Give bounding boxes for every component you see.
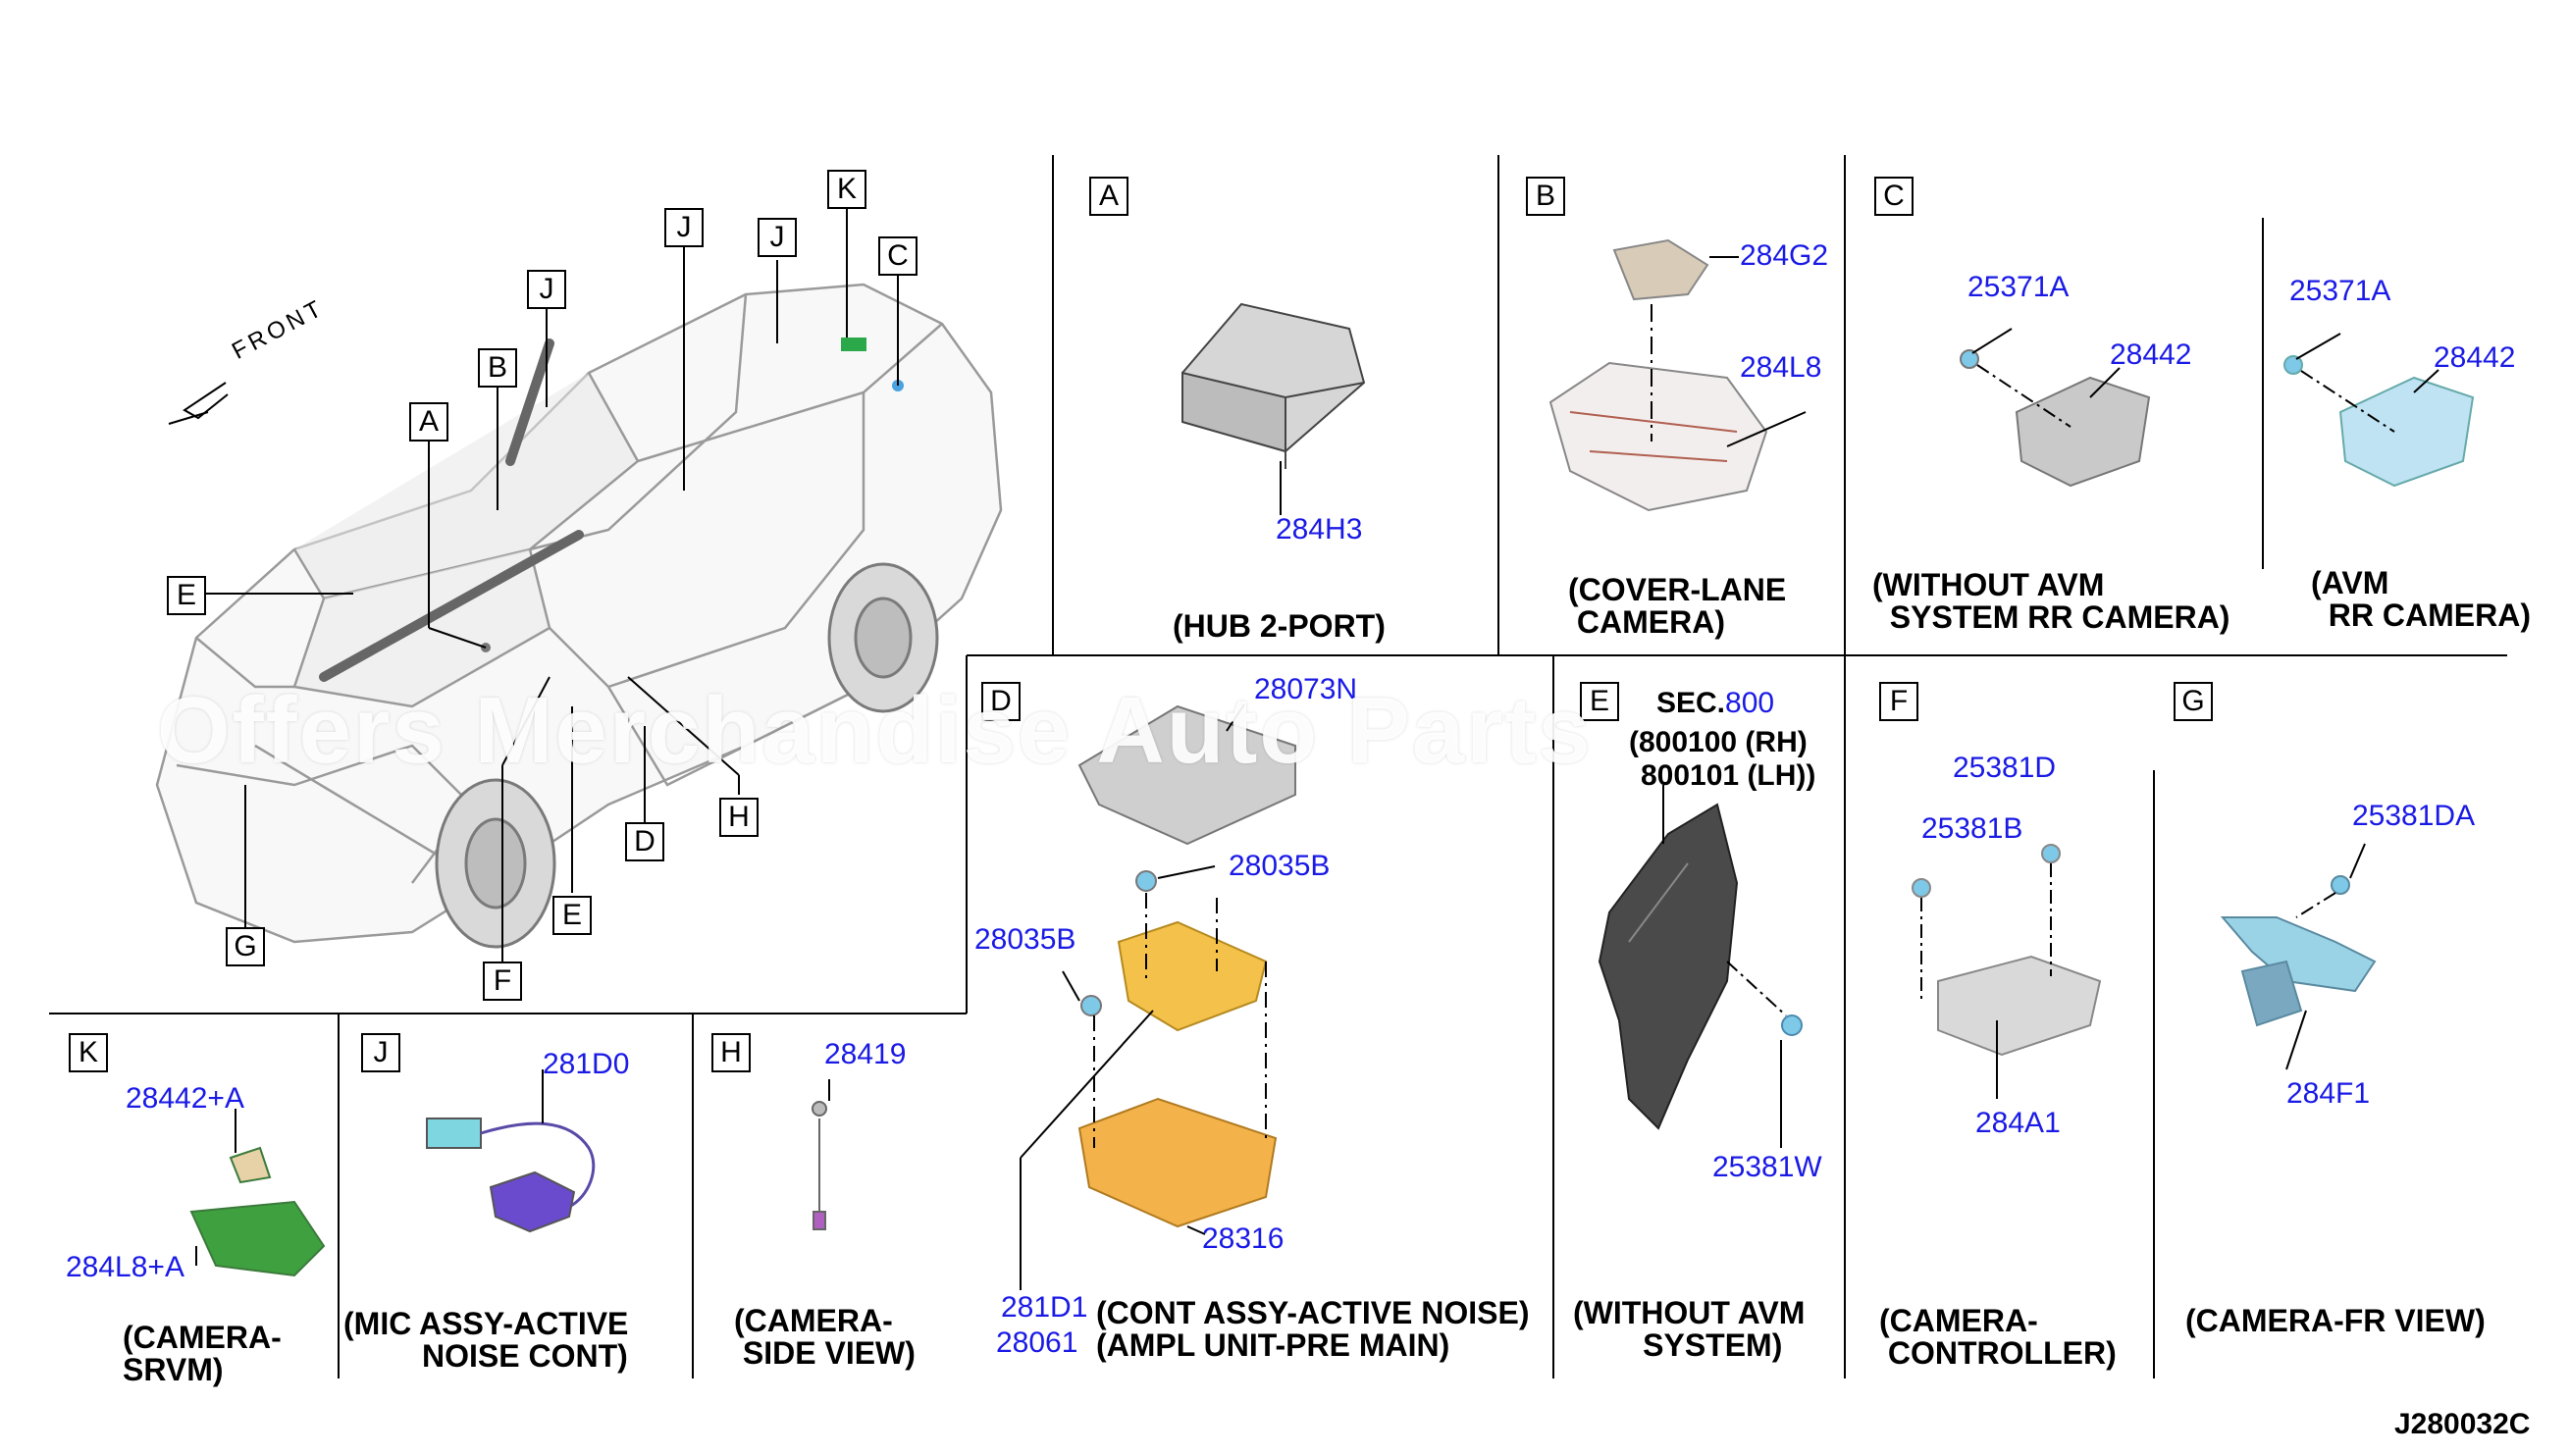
section-label: SEC.	[1656, 687, 1726, 719]
caption-cover-lane-camera: (COVER-LANE CAMERA)	[1568, 572, 1787, 640]
part-number-28061[interactable]: 28061	[996, 1326, 1078, 1359]
part-number-284f1[interactable]: 284F1	[2286, 1077, 2371, 1110]
callout-box-f: F	[483, 962, 522, 1001]
vehicle-illustration	[155, 283, 1003, 944]
callout-box-k: K	[827, 170, 866, 209]
front-arrow-icon	[168, 382, 229, 425]
watermark-text: Offers Merchandise Auto Parts	[157, 678, 1593, 783]
caption-without-avm-rr-camera: (WITHOUT AVM SYSTEM RR CAMERA)	[1872, 567, 2230, 635]
rr-camera-bracket-part	[1960, 349, 2151, 488]
vehicle-pillars	[319, 338, 584, 682]
part-number-28419[interactable]: 28419	[824, 1038, 907, 1070]
part-number-25381da[interactable]: 25381DA	[2352, 800, 2476, 832]
panel-dividers	[49, 155, 2507, 1378]
panel-b-label: B	[1526, 177, 1565, 216]
callout-leaders	[206, 208, 899, 971]
hub-2-port-part	[1181, 302, 1366, 469]
callout-box-j: J	[664, 208, 704, 247]
part-number-284h3[interactable]: 284H3	[1276, 513, 1363, 546]
caption-mic-assy-active-noise-cont: (MIC ASSY-ACTIVE NOISE CONT)	[343, 1306, 629, 1374]
panel-k-label: K	[69, 1033, 108, 1072]
part-number-28316[interactable]: 28316	[1202, 1222, 1285, 1255]
part-number-28035b[interactable]: 28035B	[974, 923, 1076, 956]
panel-f-label: F	[1879, 682, 1918, 721]
panel-h-label: H	[711, 1033, 751, 1072]
part-number-281d0[interactable]: 281D0	[543, 1048, 630, 1080]
camera-controller-part	[1912, 844, 2102, 1057]
vehicle-wheels	[435, 562, 939, 949]
diagram-code: J280032C	[2394, 1408, 2531, 1440]
active-noise-mic-part	[426, 1118, 596, 1233]
callout-box-j: J	[527, 270, 566, 309]
callout-box-g: G	[226, 927, 265, 966]
panel-g-label: G	[2174, 682, 2213, 721]
part-number-28442-a[interactable]: 28442+A	[126, 1082, 244, 1115]
caption-without-avm-system: (WITHOUT AVM SYSTEM)	[1573, 1295, 1806, 1363]
active-noise-control-parts	[1077, 704, 1296, 1228]
part-number-25381d[interactable]: 25381D	[1953, 752, 2057, 784]
callout-box-b: B	[478, 348, 517, 388]
avm-rr-camera-part	[2283, 355, 2475, 488]
caption-camera-fr-view: (CAMERA-FR VIEW)	[2185, 1303, 2486, 1338]
section-reference[interactable]: SEC.800	[1656, 687, 1774, 720]
part-number-281d1[interactable]: 281D1	[1001, 1291, 1088, 1324]
side-view-camera-part	[812, 1101, 827, 1230]
callout-box-c: C	[878, 236, 918, 276]
caption-camera-srvm: (CAMERA- SRVM)	[123, 1320, 282, 1387]
section-ref-line-2: 800101 (LH))	[1641, 759, 1816, 792]
caption-active-noise-control: (CONT ASSY-ACTIVE NOISE) (AMPL UNIT-PRE …	[1096, 1295, 1530, 1363]
part-number-25381w[interactable]: 25381W	[1712, 1151, 1822, 1183]
panel-a-label: A	[1089, 177, 1128, 216]
callout-box-h: H	[719, 798, 759, 837]
caption-hub-2-port: (HUB 2-PORT)	[1173, 608, 1386, 644]
front-view-camera-part	[2220, 875, 2377, 1027]
callout-box-e: E	[552, 896, 592, 935]
part-number-284g2[interactable]: 284G2	[1740, 239, 1829, 272]
part-number-25371a-avm[interactable]: 25371A	[2289, 275, 2391, 307]
part-number-25381b[interactable]: 25381B	[1921, 812, 2023, 845]
part-number-28442[interactable]: 28442	[2110, 338, 2192, 371]
panel-j-label: J	[361, 1033, 400, 1072]
panel-e-label: E	[1580, 682, 1619, 721]
srvm-camera-part	[189, 1146, 326, 1277]
lane-camera-cover-part	[1548, 238, 1768, 512]
callout-box-d: D	[625, 822, 664, 861]
callout-box-e: E	[167, 576, 206, 615]
pillar-structure-part	[1598, 803, 1803, 1130]
part-number-284l8[interactable]: 284L8	[1740, 351, 1822, 384]
panel-c-label: C	[1874, 177, 1914, 216]
part-number-25371a[interactable]: 25371A	[1967, 271, 2070, 303]
section-number[interactable]: 800	[1725, 687, 1775, 719]
part-number-28073n[interactable]: 28073N	[1254, 673, 1358, 705]
caption-camera-side-view: (CAMERA- SIDE VIEW)	[734, 1303, 916, 1371]
part-number-28035b[interactable]: 28035B	[1229, 850, 1331, 882]
section-ref-line-1: (800100 (RH)	[1629, 726, 1808, 758]
callout-box-j: J	[758, 218, 797, 257]
callout-box-a: A	[409, 402, 448, 442]
part-number-284l8-a[interactable]: 284L8+A	[66, 1251, 184, 1283]
part-number-284a1[interactable]: 284A1	[1975, 1107, 2061, 1139]
part-number-28442-avm[interactable]: 28442	[2434, 341, 2516, 374]
panel-d-label: D	[981, 682, 1021, 721]
caption-avm-rr-camera: (AVM RR CAMERA)	[2311, 565, 2531, 633]
caption-camera-controller: (CAMERA- CONTROLLER)	[1879, 1303, 2117, 1371]
